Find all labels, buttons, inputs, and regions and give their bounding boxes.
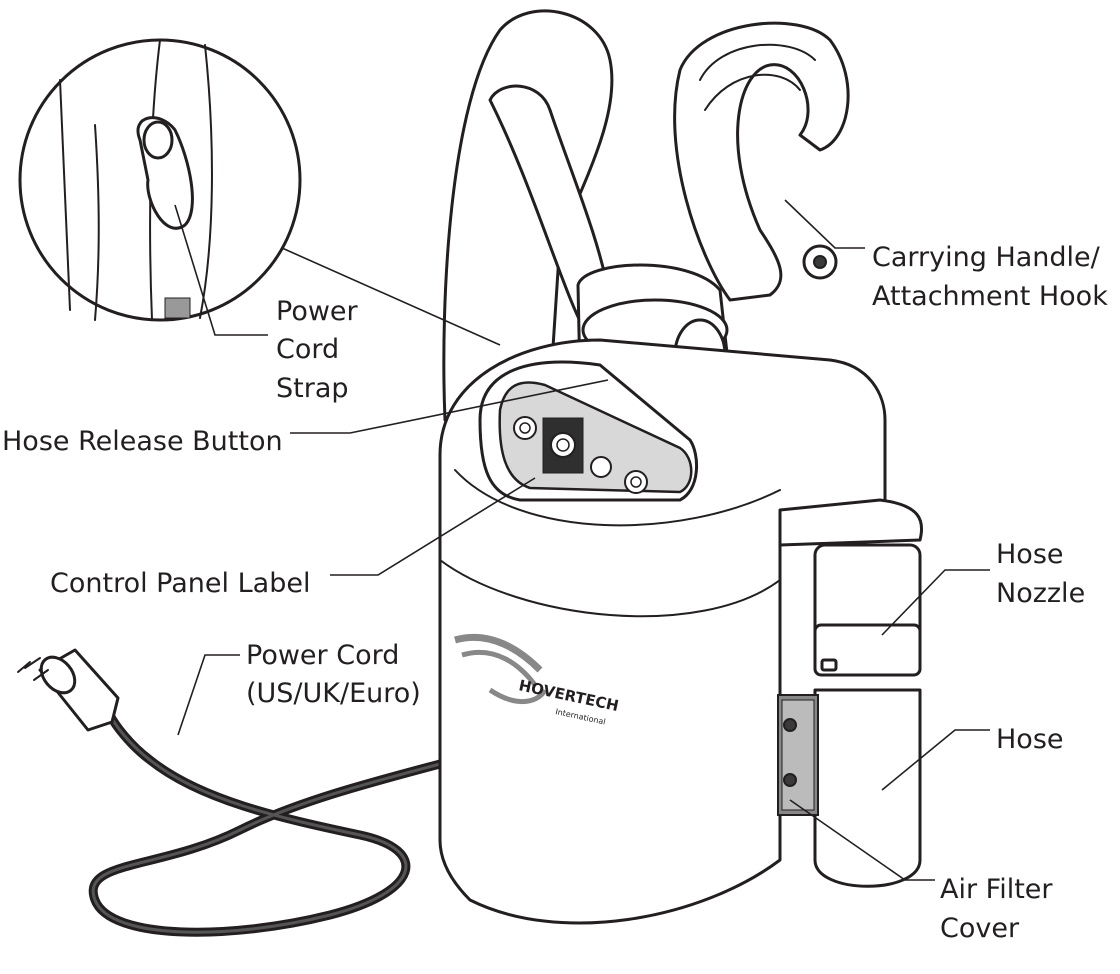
carrying-handle: [673, 21, 850, 302]
label-hose-release-button: Hose Release Button: [2, 426, 283, 457]
air-filter-cover: [777, 694, 819, 816]
label-power-cord-strap-3: Strap: [276, 373, 349, 404]
power-cord: [17, 648, 460, 937]
leader-hose-release-button: [290, 379, 609, 434]
hose: [813, 543, 922, 888]
label-power-cord-1: Power Cord: [246, 640, 399, 671]
label-carrying-handle-2: Attachment Hook: [872, 281, 1108, 312]
label-carrying-handle-1: Carrying Handle/: [872, 242, 1101, 273]
leader-power-cord: [177, 654, 240, 736]
label-power-cord-strap-1: Power: [276, 296, 359, 327]
label-hose-nozzle-2: Nozzle: [996, 578, 1085, 609]
leader-power-cord-strap: [174, 204, 268, 336]
label-power-cord-2: (US/UK/Euro): [246, 678, 421, 709]
control-panel-label: [498, 381, 693, 494]
label-power-cord-strap-2: Cord: [276, 334, 339, 365]
power-cord-strap-inset: [18, 38, 302, 322]
leader-air-filter-cover: [789, 799, 935, 881]
leader-hose: [881, 729, 990, 791]
label-air-filter-cover-2: Cover: [940, 913, 1020, 944]
label-control-panel-label: Control Panel Label: [50, 568, 310, 599]
leader-inset: [281, 247, 501, 346]
label-air-filter-cover-1: Air Filter: [940, 874, 1053, 905]
blower-unit: HOVERTECH International: [438, 9, 924, 925]
label-hose: Hose: [996, 724, 1064, 755]
leader-carrying-handle: [784, 199, 865, 249]
leader-control-panel-label: [330, 477, 536, 576]
leader-hose-nozzle: [881, 569, 990, 636]
label-hose-nozzle-1: Hose: [996, 539, 1064, 570]
power-plug: [17, 648, 120, 732]
